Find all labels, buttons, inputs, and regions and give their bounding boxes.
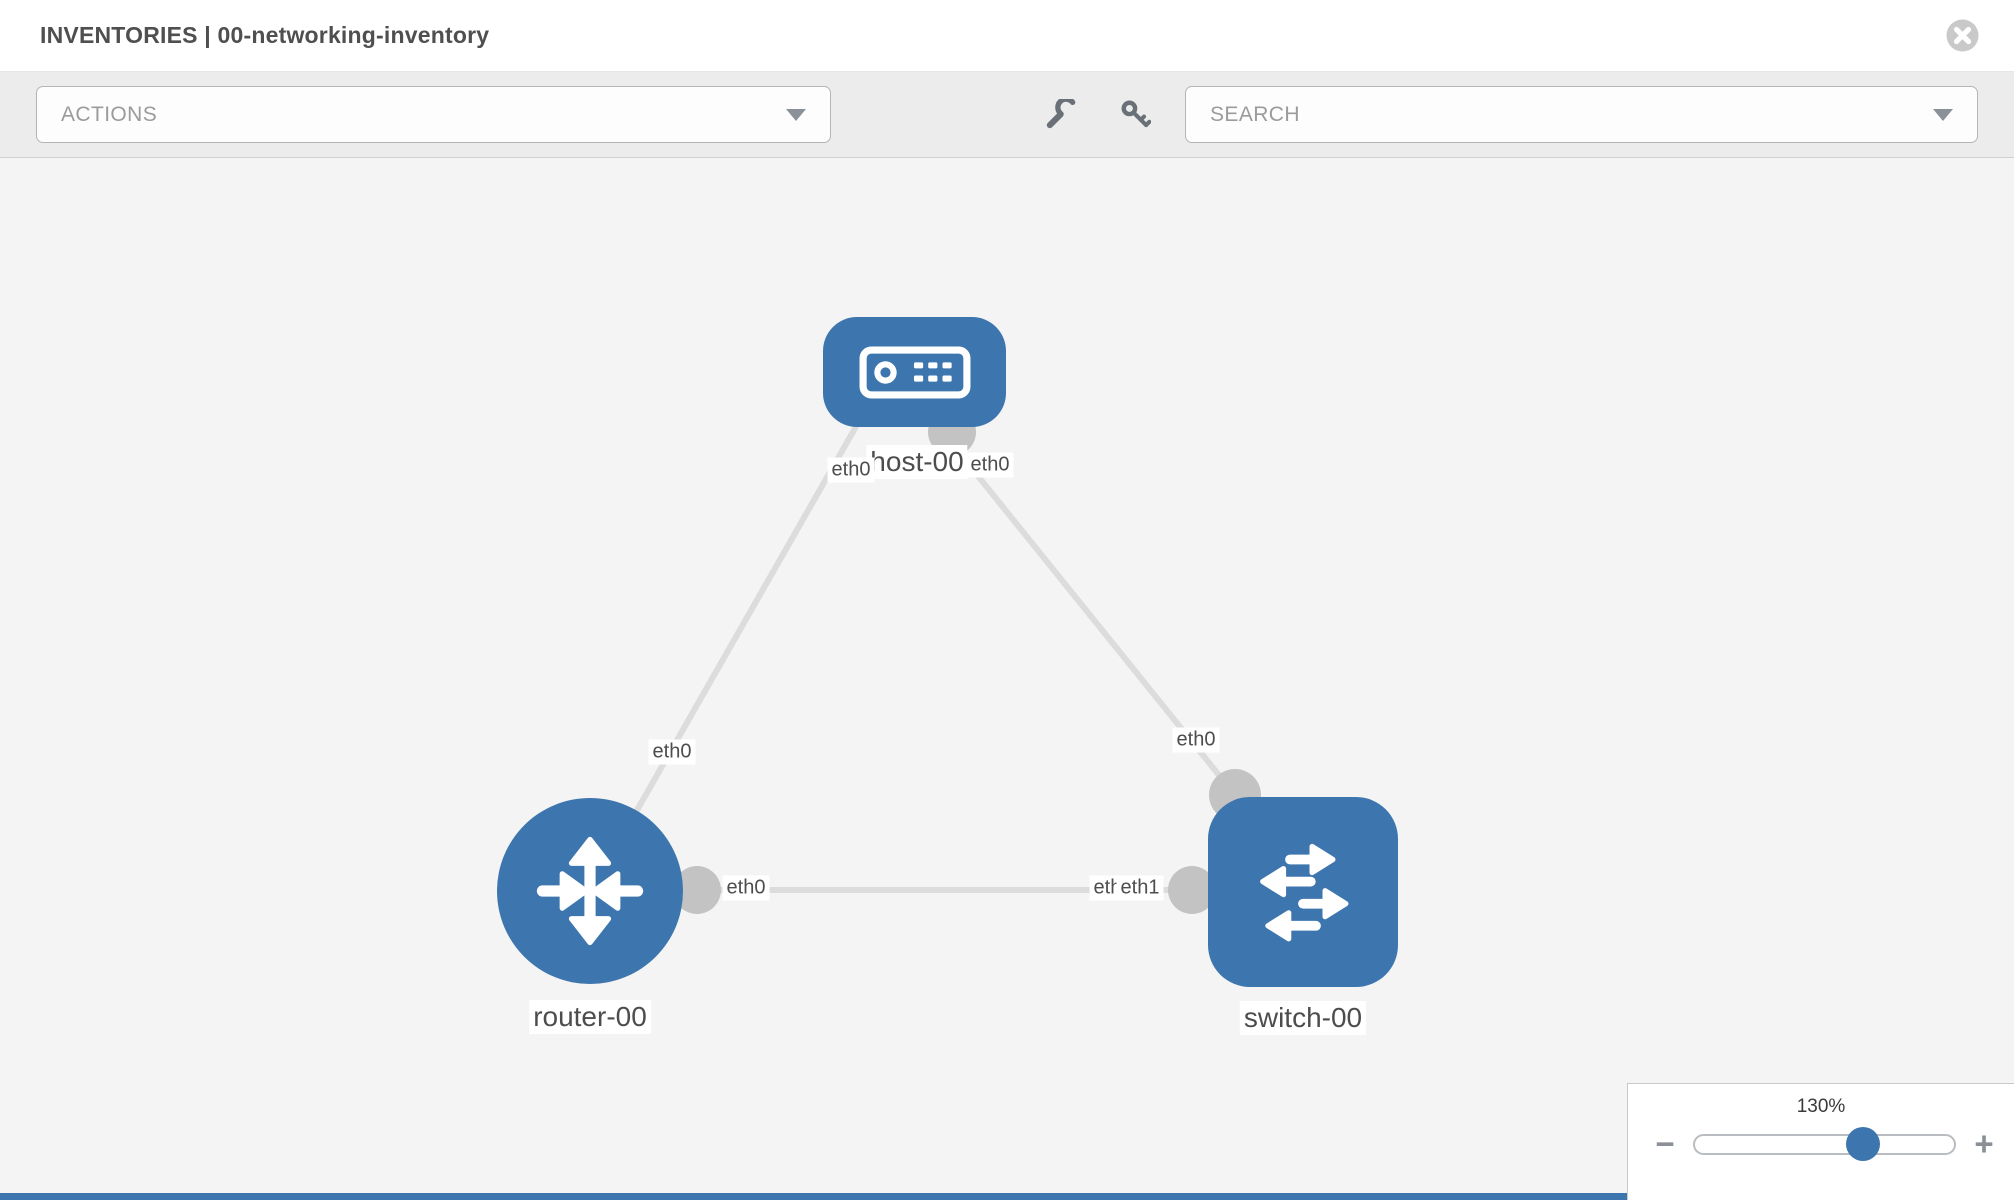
zoom-slider-track[interactable]: [1693, 1127, 1956, 1161]
node-label-switch: switch-00: [1239, 1001, 1367, 1035]
page-title: INVENTORIES | 00-networking-inventory: [40, 22, 490, 48]
interface-label: eth0: [722, 875, 770, 901]
node-router-00[interactable]: [497, 798, 683, 984]
actions-dropdown-label: ACTIONS: [61, 102, 158, 126]
interface-label: eth0: [648, 739, 696, 765]
close-icon[interactable]: [1945, 18, 1980, 53]
chevron-down-icon: [1933, 108, 1953, 121]
bottom-accent-bar: [0, 1193, 1627, 1200]
node-host-00[interactable]: [823, 317, 1006, 427]
chevron-down-icon: [786, 108, 806, 121]
wrench-icon[interactable]: [1044, 98, 1076, 131]
search-dropdown[interactable]: SEARCH: [1185, 86, 1978, 143]
host-icon: [859, 346, 970, 398]
toolbar-icon-group: [1044, 98, 1151, 131]
actions-dropdown[interactable]: ACTIONS: [36, 86, 831, 143]
zoom-slider-row: − +: [1650, 1127, 1999, 1161]
node-label-router: router-00: [529, 1000, 651, 1034]
node-label-host: host-00: [866, 445, 968, 479]
toolbar: ACTIONS SEARCH: [0, 72, 2014, 158]
zoom-in-button[interactable]: +: [1974, 1125, 1994, 1162]
zoom-level: 130%: [1796, 1096, 1846, 1117]
interface-label: eth0: [827, 457, 875, 483]
page-header: INVENTORIES | 00-networking-inventory: [0, 0, 2014, 72]
interface-label: eth1: [1116, 875, 1164, 901]
interface-label: eth0: [966, 452, 1014, 478]
zoom-slider-thumb[interactable]: [1846, 1127, 1881, 1161]
topology-links-layer: [609, 408, 1261, 914]
port-connector: [1168, 866, 1216, 914]
zoom-panel: 130% − +: [1627, 1083, 2014, 1200]
port-connector: [673, 866, 721, 914]
link-host-router: [609, 421, 861, 856]
router-icon: [536, 836, 644, 946]
key-icon[interactable]: [1120, 99, 1151, 130]
topology-canvas[interactable]: host-00 router-00 switch-00 eth0 eth0 et…: [0, 158, 2014, 1200]
node-switch-00[interactable]: [1208, 797, 1398, 987]
interface-label: eth0: [1172, 727, 1220, 753]
zoom-out-button[interactable]: −: [1655, 1125, 1675, 1162]
switch-icon: [1260, 843, 1349, 942]
search-dropdown-label: SEARCH: [1210, 102, 1300, 126]
